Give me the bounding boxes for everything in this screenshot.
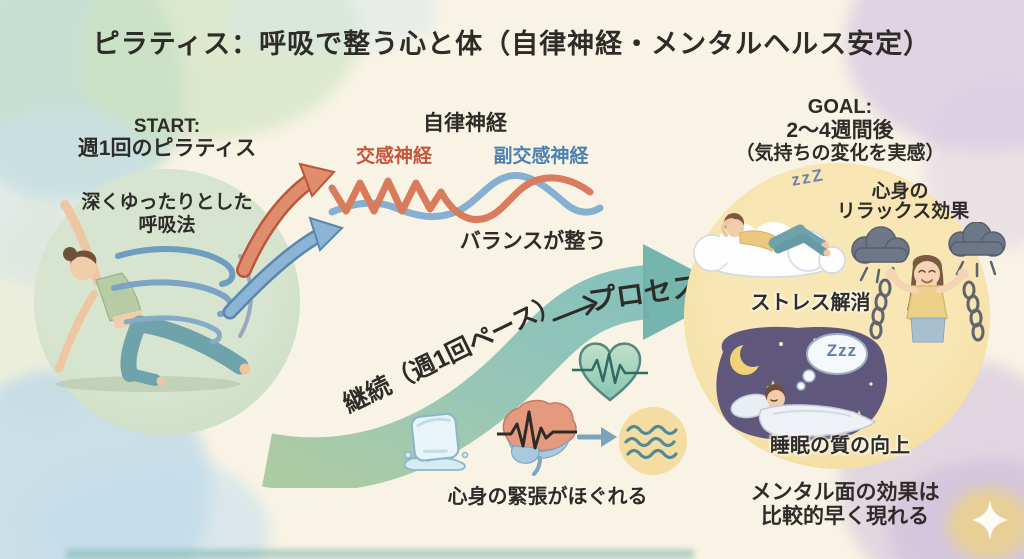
zzz-bubble-text: Zzz — [826, 341, 858, 360]
breathing-caption-line1: 深くゆったりとした — [81, 192, 253, 213]
parasympathetic-arrow-icon — [222, 216, 344, 320]
nerves-heading: 自律神経 — [423, 112, 507, 135]
goal-label: GOAL: — [807, 96, 873, 118]
start-label: START: — [133, 116, 201, 137]
cloud-rest-icon — [693, 213, 846, 278]
page-title: ピラティス：呼吸で整う心と体（自律神経・メンタルヘルス安定） — [92, 29, 932, 59]
balance-caption: バランスが整う — [459, 230, 607, 253]
start-sublabel: 週1回のピラティス — [77, 137, 257, 160]
relax-effect-line2: リラックス効果 — [836, 201, 970, 222]
watercolor-strip-bottom-teal — [65, 549, 695, 559]
small-process-arrow-icon — [552, 295, 598, 322]
heart-pulse-icon — [572, 342, 648, 402]
goal-when: 2〜4週間後 — [786, 119, 894, 142]
relax-effect-line1: 心身の — [871, 181, 929, 202]
night-sleep-icon — [716, 326, 888, 442]
breathing-caption-line2: 呼吸法 — [138, 215, 196, 236]
transition-arrow-icon — [577, 427, 617, 447]
brain-wave-icon — [497, 399, 577, 476]
calm-waves-icon — [619, 407, 687, 475]
stress-relief-label: ストレス解消 — [750, 292, 871, 314]
melting-ice-icon — [403, 412, 469, 471]
sparkle-icon — [972, 500, 1008, 540]
sleep-quality-label: 睡眠の質の向上 — [770, 435, 910, 457]
sympathetic-label: 交感神経 — [355, 146, 432, 167]
parasympathetic-label: 副交感神経 — [493, 146, 589, 167]
pilates-person-illustration — [54, 200, 251, 392]
goal-note-line2: 比較的早く現れる — [761, 505, 929, 528]
goal-note-line1: メンタル面の効果は — [750, 481, 940, 504]
sympathetic-arrow-icon — [236, 162, 336, 278]
relax-caption: 心身の緊張がほぐれる — [447, 486, 648, 508]
goal-feel: （気持ちの変化を実感） — [735, 143, 945, 164]
nerve-waves-icon — [328, 171, 604, 223]
break-chains-icon — [851, 222, 1006, 343]
